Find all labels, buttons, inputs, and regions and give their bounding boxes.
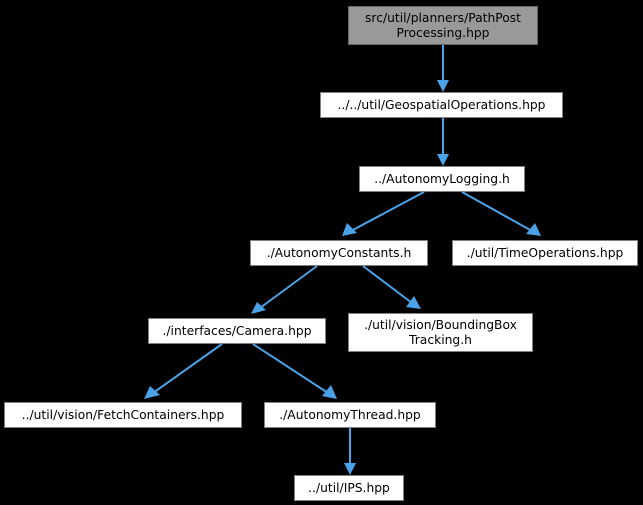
graph-edge-autonomylogging-to-timeoperations [461,191,533,232]
graph-arrowhead-boundingboxtracking [406,296,421,309]
graph-arrowhead-autonomylogging [437,154,449,166]
graph-node-label-geospatialoperations: ../../util/GeospatialOperations.hpp [337,97,546,112]
graph-node-autonomylogging[interactable]: ../AutonomyLogging.h [359,166,525,192]
graph-node-label-timeoperations: ./util/TimeOperations.hpp [466,245,624,260]
graph-edge-autonomylogging-to-autonomyconstants [350,191,425,232]
graph-node-pathpostprocessing[interactable]: src/util/planners/PathPost Processing.hp… [348,6,538,45]
graph-edge-camera-to-autonomythread [252,343,329,394]
graph-edges [144,45,541,475]
graph-arrowhead-fetchcontainers [144,386,160,399]
graph-node-label-pathpostprocessing: src/util/planners/PathPost Processing.hp… [365,10,521,40]
graph-node-label-boundingboxtracking: ./util/vision/BoundingBox Tracking.h [364,317,517,347]
graph-node-timeoperations[interactable]: ./util/TimeOperations.hpp [452,240,638,266]
graph-node-label-ips: ../util/IPS.hpp [308,480,390,495]
graph-arrowhead-ips [344,463,356,475]
graph-node-fetchcontainers[interactable]: ../util/vision/FetchContainers.hpp [4,402,242,428]
graph-node-label-autonomythread: ./AutonomyThread.hpp [279,407,421,422]
graph-node-boundingboxtracking[interactable]: ./util/vision/BoundingBox Tracking.h [348,313,533,352]
graph-node-label-autonomyconstants: ./AutonomyConstants.h [266,245,412,260]
graph-arrowhead-autonomythread [322,385,337,399]
graph-node-autonomythread[interactable]: ./AutonomyThread.hpp [264,402,436,428]
graph-node-camera[interactable]: ./interfaces/Camera.hpp [148,318,326,344]
graph-arrowhead-autonomyconstants [342,223,357,236]
graph-arrowhead-timeoperations [526,223,541,236]
graph-node-label-autonomylogging: ../AutonomyLogging.h [374,171,510,186]
graph-node-autonomyconstants[interactable]: ./AutonomyConstants.h [250,240,428,266]
graph-node-label-camera: ./interfaces/Camera.hpp [162,323,312,338]
graph-arrowhead-camera [251,302,266,314]
graph-node-ips[interactable]: ../util/IPS.hpp [294,475,404,501]
graph-edge-autonomyconstants-to-camera [259,265,318,309]
graph-arrowhead-geospatialoperations [437,80,449,92]
graph-node-geospatialoperations[interactable]: ../../util/GeospatialOperations.hpp [320,92,563,118]
graph-edge-camera-to-fetchcontainers [152,343,223,394]
graph-edge-autonomyconstants-to-boundingboxtracking [362,265,413,304]
graph-node-label-fetchcontainers: ../util/vision/FetchContainers.hpp [21,407,225,422]
